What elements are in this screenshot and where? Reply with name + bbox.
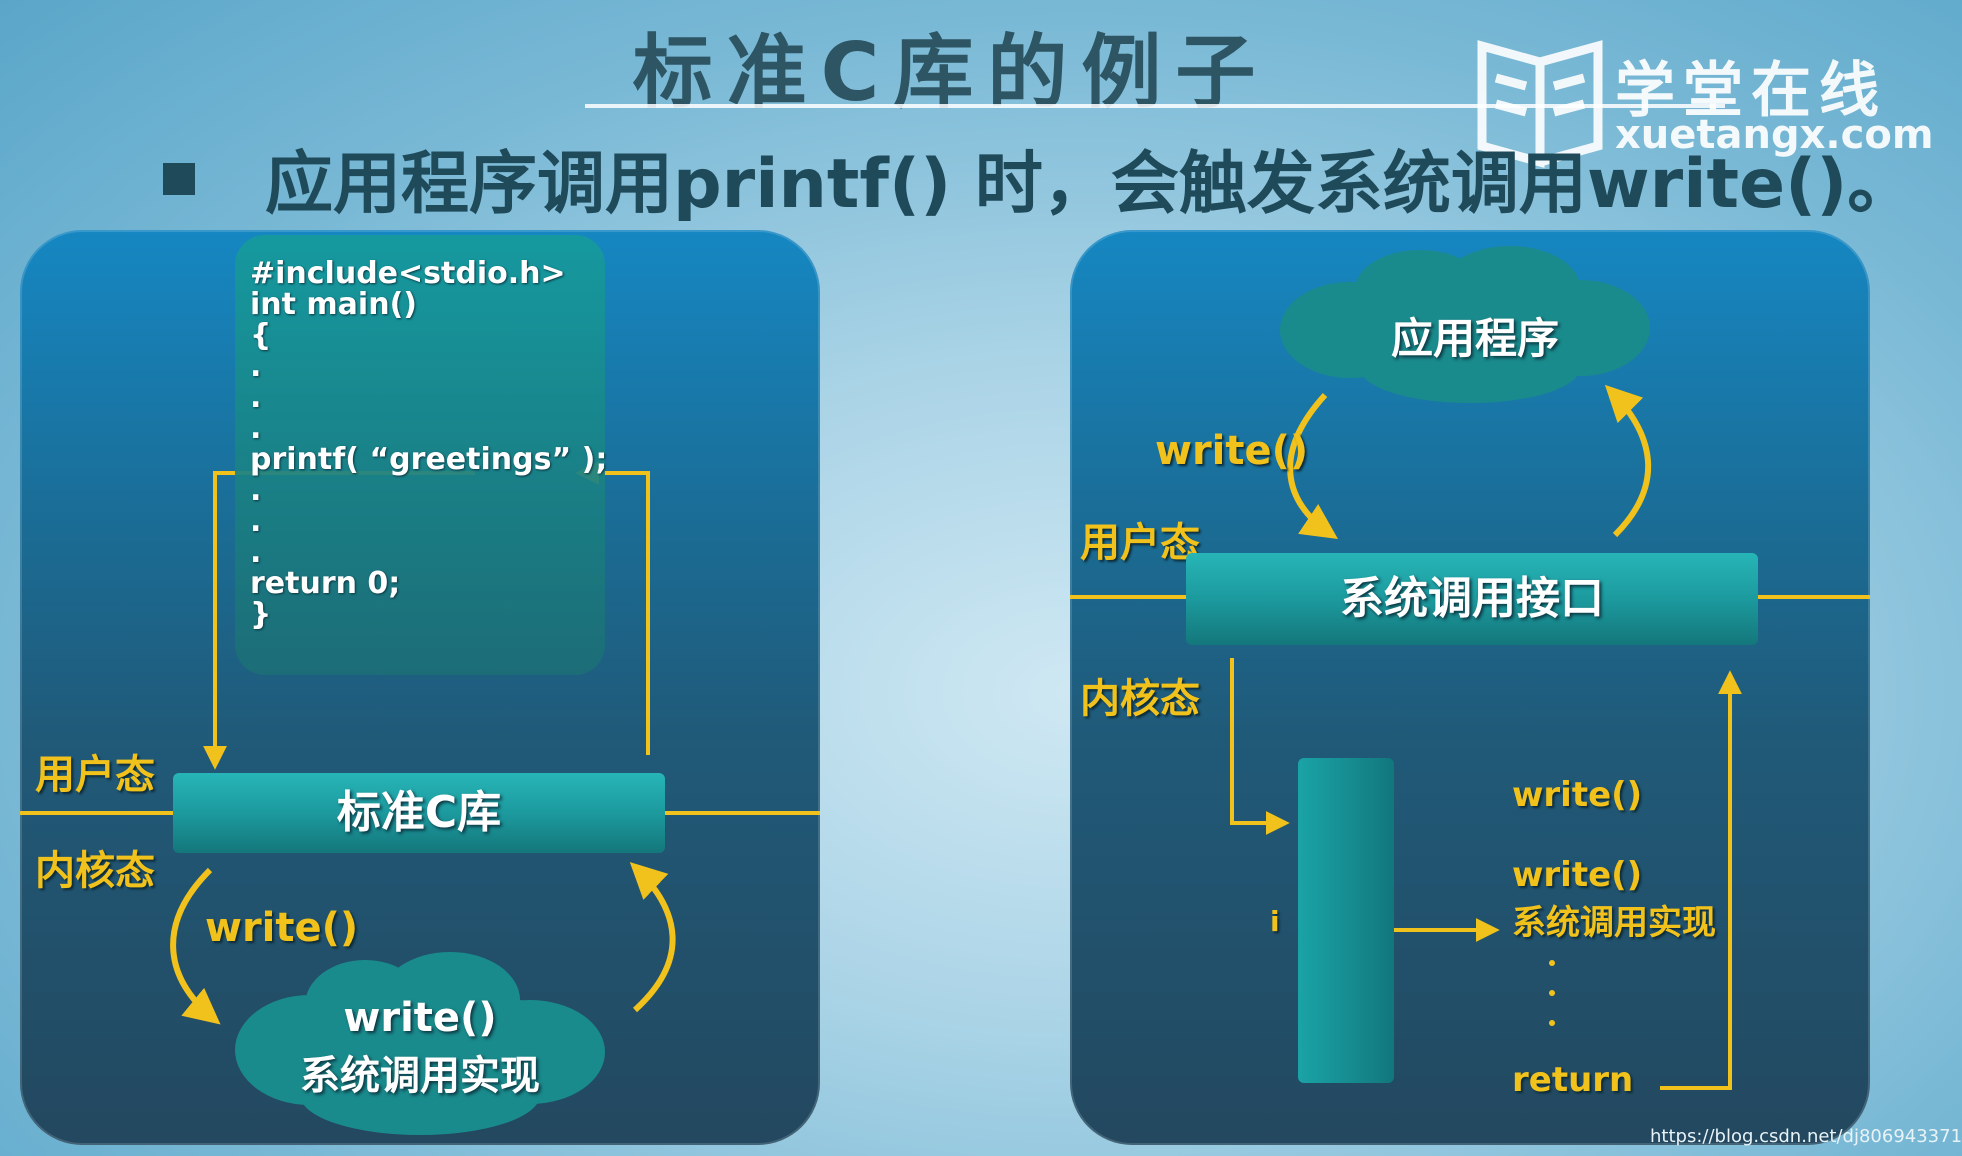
left-cloud-shape <box>235 952 605 1135</box>
syscall-table <box>1298 758 1394 1083</box>
right-panel <box>1070 230 1870 1145</box>
right-user-mode-label: 用户态 <box>1080 520 1200 566</box>
code-block <box>235 235 605 675</box>
logo-domain-text: xuetangx.com <box>1615 112 1934 158</box>
code-listing: #include<stdio.h> int main() { . . . pri… <box>250 256 608 632</box>
book-icon <box>1477 40 1603 168</box>
syscall-interface-bar: 系统调用接口 <box>1186 553 1758 645</box>
bullet-text: 应用程序调用printf() 时，会触发系统调用write()。 <box>265 145 1916 224</box>
table-index-label: i <box>1270 905 1280 938</box>
table-write-label: write() <box>1512 775 1643 815</box>
right-panel-arrows <box>1070 246 1870 1090</box>
application-cloud-label: 应用程序 <box>1390 314 1559 363</box>
watermark-url: https://blog.csdn.net/dj806943371 <box>1650 1126 1962 1147</box>
arrow-syscall-to-app <box>1604 384 1652 538</box>
left-write-call-label: write() <box>205 905 359 951</box>
left-cloud-line2: 系统调用实现 <box>300 1053 540 1099</box>
arrow-app-to-syscall <box>1287 392 1338 540</box>
arrow-write-down <box>170 867 221 1025</box>
left-user-mode-label: 用户态 <box>35 752 155 798</box>
right-write-call-label: write() <box>1155 428 1309 474</box>
left-panel-arrows <box>20 461 820 1135</box>
right-kernel-mode-label: 内核态 <box>1080 676 1200 722</box>
impl-write-label: write() <box>1512 855 1643 895</box>
return-label: return <box>1512 1060 1634 1100</box>
logo-chinese-text: 学堂在线 <box>1615 56 1887 126</box>
left-kernel-mode-label: 内核态 <box>35 848 155 894</box>
left-cloud-line1: write() <box>343 995 497 1041</box>
bullet-square <box>163 163 195 195</box>
arrow-return-to-interface <box>1660 670 1742 1090</box>
impl-name-label: 系统调用实现 <box>1512 903 1716 943</box>
title-underline <box>585 104 1725 108</box>
app-cloud-shape <box>1280 246 1650 403</box>
standard-c-library-bar: 标准C库 <box>173 773 665 853</box>
arrow-impl-up <box>629 862 676 1013</box>
arrow-interface-to-table <box>1230 658 1290 835</box>
slide-title: 标准C库的例子 <box>632 26 1270 119</box>
